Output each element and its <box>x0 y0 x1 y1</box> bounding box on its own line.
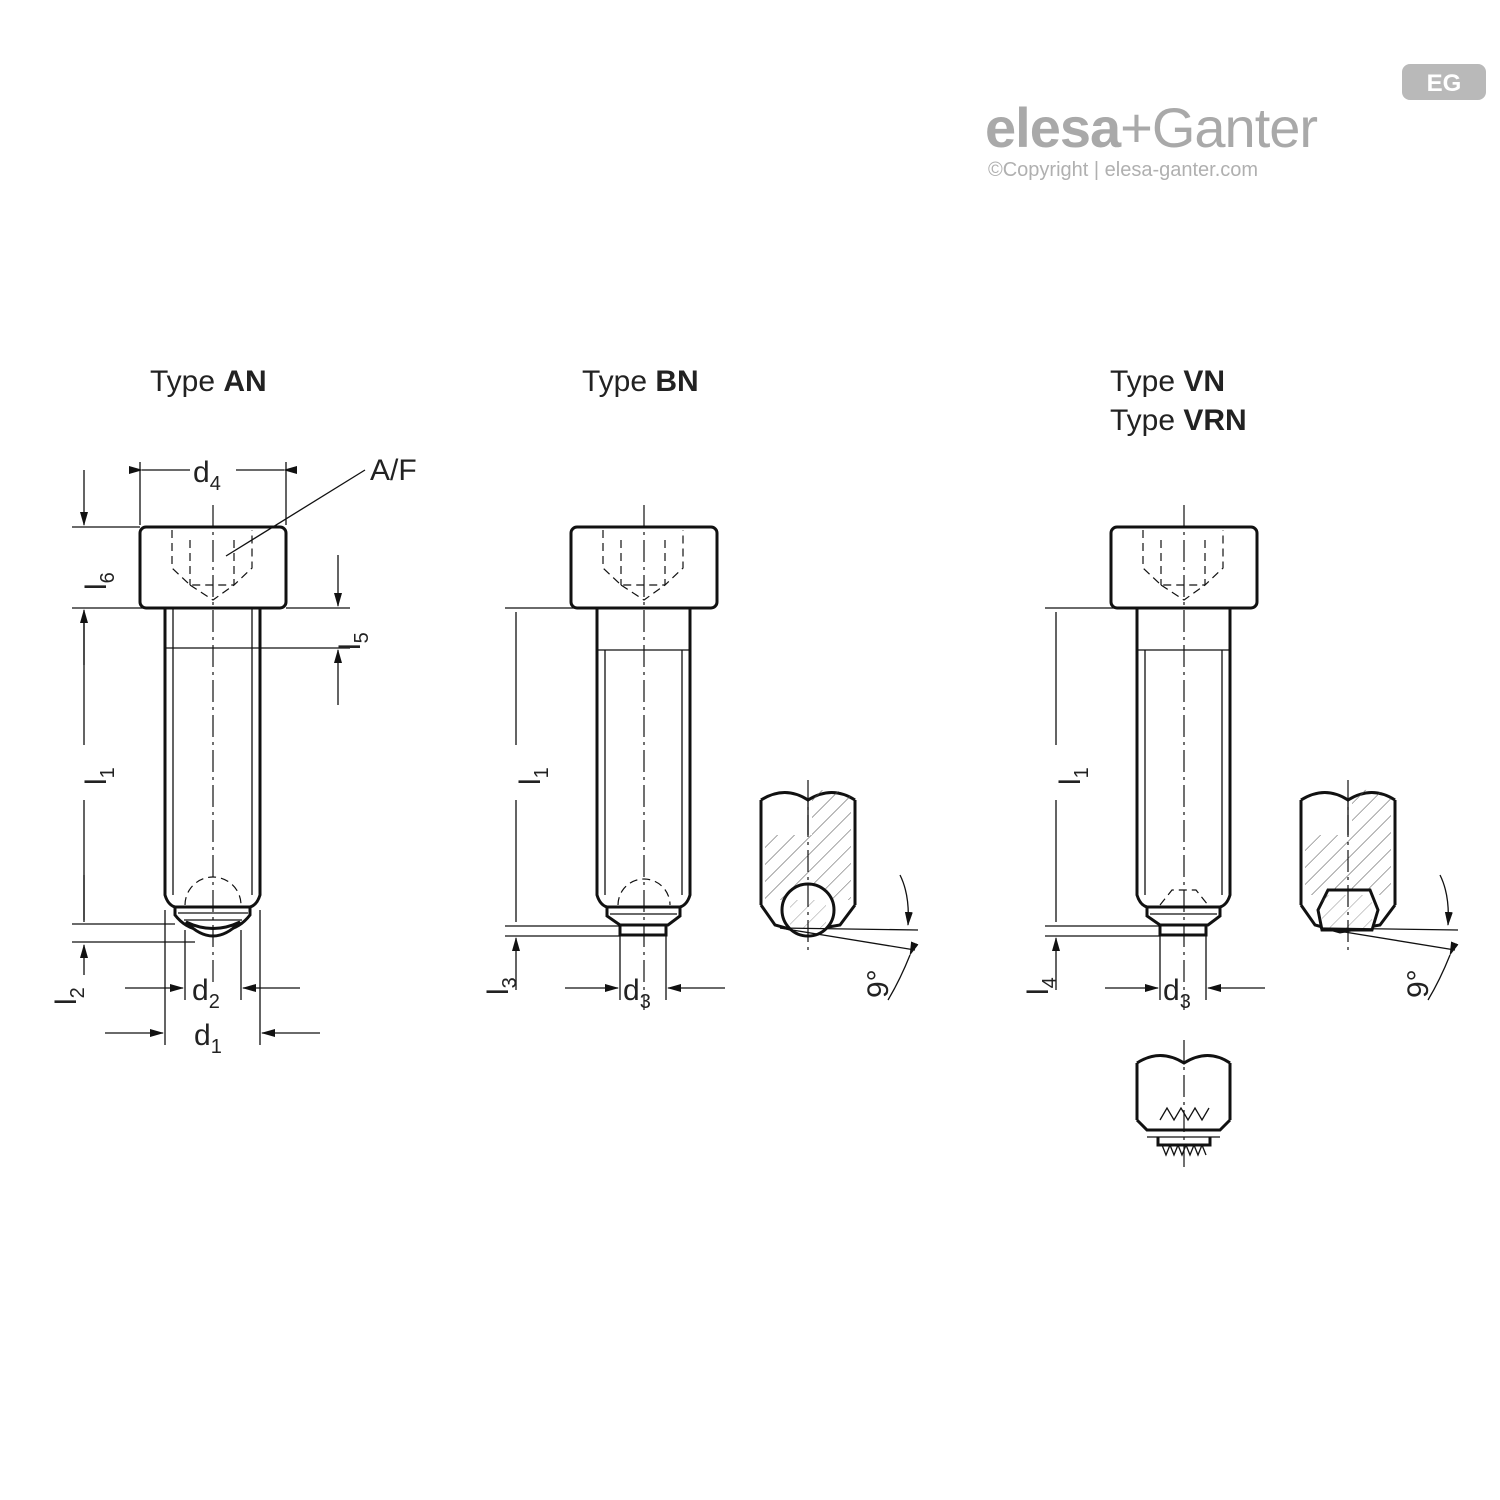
eg-badge-icon: EG <box>1402 64 1486 100</box>
label-angle-vn: 9° <box>1402 969 1435 998</box>
label-l4: l4 <box>1022 977 1061 995</box>
type-bn-title: Type BN <box>582 365 699 398</box>
label-d3-bn: d3 <box>623 974 651 1013</box>
bn-detail-view: 9° <box>759 780 919 1001</box>
eg-badge-text: EG <box>1427 70 1462 97</box>
vrn-tip-detail <box>1135 1040 1232 1170</box>
type-vn-drawing: l1 l4 d3 9° <box>1022 505 1459 1170</box>
label-d1: d1 <box>194 1019 222 1058</box>
type-an-title: Type AN <box>150 365 267 398</box>
vn-detail-view: 9° <box>1299 780 1459 1001</box>
label-l6: l6 <box>80 572 119 590</box>
type-vn-title: Type VN <box>1110 365 1225 398</box>
type-an-drawing: d4 A/F l6 l5 l1 l2 d2 d1 <box>50 454 417 1058</box>
type-bn-drawing: l1 l3 d3 9° <box>482 505 919 1013</box>
label-af: A/F <box>370 454 417 487</box>
label-l1-vn: l1 <box>1054 767 1093 785</box>
brand-copyright: ©Copyright | elesa-ganter.com <box>988 159 1259 181</box>
label-l2: l2 <box>50 987 89 1005</box>
label-d4: d4 <box>193 456 221 495</box>
label-l1-bn: l1 <box>514 767 553 785</box>
label-l5: l5 <box>334 632 373 650</box>
label-l1: l1 <box>80 767 119 785</box>
type-vrn-title: Type VRN <box>1110 404 1247 437</box>
label-angle-bn: 9° <box>862 969 895 998</box>
brand-name: elesa+Ganter <box>985 96 1318 159</box>
label-l3: l3 <box>482 977 521 995</box>
label-d2: d2 <box>192 974 220 1013</box>
brand-logo: elesa+Ganter ©Copyright | elesa-ganter.c… <box>985 95 1485 195</box>
label-d3-vn: d3 <box>1163 974 1191 1013</box>
